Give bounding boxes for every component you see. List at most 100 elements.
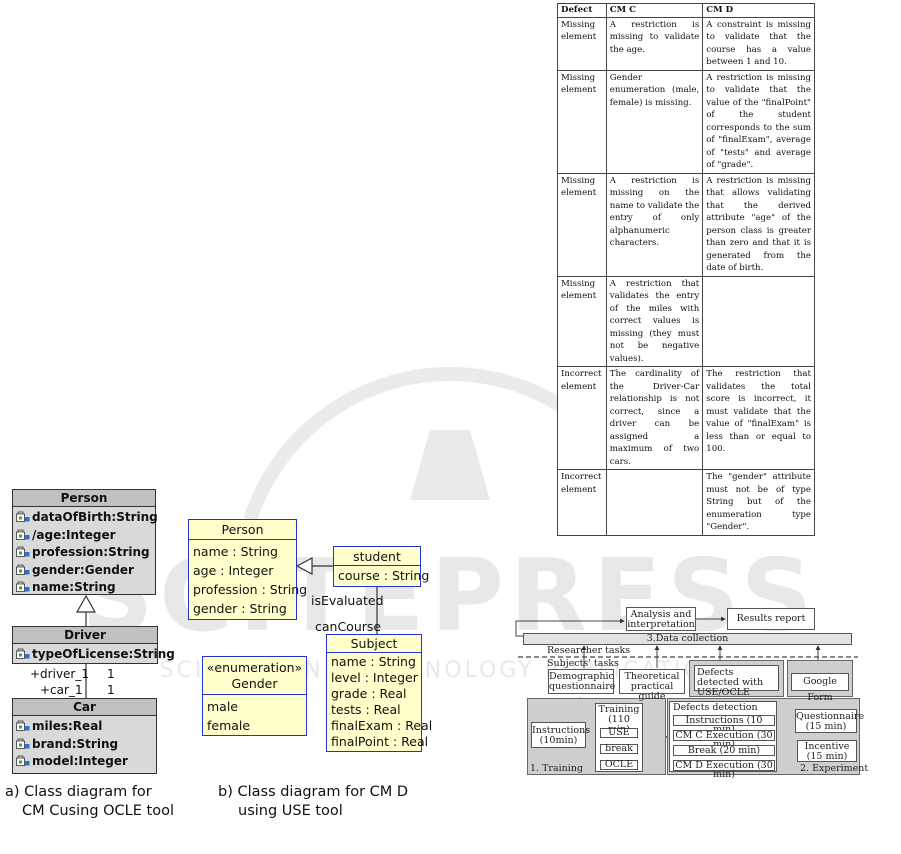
cell-cm-d: The "gender" attribute must not be of ty… bbox=[702, 469, 815, 536]
role-can-course: canCourse bbox=[315, 619, 382, 634]
cmd-exec-box: CM D Execution (30 min) bbox=[673, 760, 775, 779]
attribute-icon bbox=[16, 755, 30, 766]
instr-10-box: Instructions (10 min) bbox=[673, 715, 775, 734]
attribute: model:Integer bbox=[16, 753, 153, 771]
attribute: tests : Real bbox=[331, 702, 401, 717]
attribute-icon bbox=[16, 648, 30, 659]
demographic-box: Demographic questionnaire bbox=[548, 669, 616, 694]
attribute-icon bbox=[16, 546, 30, 557]
table-row: Incorrect element The "gender" attribute… bbox=[557, 469, 815, 536]
table-row: Missing element A restriction that valid… bbox=[557, 275, 815, 367]
class-title: Car bbox=[13, 699, 156, 716]
enum-stereotype: «enumeration» bbox=[206, 660, 303, 675]
attribute: grade : Real bbox=[331, 686, 407, 701]
cell-cm-c: A restriction is missing to validate the… bbox=[605, 16, 704, 71]
role-driver: +driver_1 bbox=[30, 667, 89, 681]
use-box: USE bbox=[600, 728, 638, 738]
role-car: +car_1 bbox=[40, 683, 83, 697]
cell-cm-c: A restriction is missing on the name to … bbox=[605, 172, 704, 277]
class-title: Person bbox=[189, 520, 296, 540]
google-form-box: Google Form bbox=[791, 673, 849, 703]
mult-driver: 1 bbox=[107, 667, 115, 681]
researcher-tasks-label: Researcher tasks bbox=[547, 645, 631, 656]
cell-cm-d bbox=[702, 275, 815, 367]
attribute: name : String bbox=[193, 544, 278, 559]
experiment-label: 2. Experiment bbox=[800, 763, 869, 774]
attribute: age : Integer bbox=[193, 563, 274, 578]
table-header-row: Defect CM C CM D bbox=[557, 3, 815, 18]
attribute: gender:Gender bbox=[16, 562, 152, 580]
cell-defect: Incorrect element bbox=[557, 469, 607, 536]
caption-b-line1: b) Class diagram for CM D bbox=[218, 784, 409, 800]
attribute-icon bbox=[16, 529, 30, 540]
table-row: Missing element A restriction is missing… bbox=[557, 16, 815, 71]
cell-defect: Missing element bbox=[557, 172, 607, 277]
attribute: profession:String bbox=[16, 544, 152, 562]
cell-cm-c: The cardinality of the Driver-Car relati… bbox=[605, 366, 704, 470]
attribute: finalExam : Real bbox=[331, 718, 433, 733]
attribute: finalPoint : Real bbox=[331, 734, 429, 749]
class-title: Driver bbox=[13, 627, 157, 644]
cell-defect: Missing element bbox=[557, 69, 607, 174]
defects-detection-title: Defects detection bbox=[673, 702, 758, 713]
table-row: Missing element A restriction is missing… bbox=[557, 172, 815, 277]
attribute: name:String bbox=[16, 579, 152, 597]
caption-b-line2: using USE tool bbox=[238, 803, 343, 819]
class-subject-use: Subject name : String level : Integer gr… bbox=[326, 634, 433, 752]
cell-defect: Missing element bbox=[557, 16, 607, 71]
training-label: 1. Training bbox=[530, 763, 584, 774]
cell-cm-d: A constraint is missing to validate that… bbox=[702, 16, 815, 71]
attribute: gender : String bbox=[193, 601, 287, 616]
attribute-icon bbox=[16, 511, 30, 522]
attribute: course : String bbox=[338, 568, 430, 583]
table-row: Missing element Gender enumeration (male… bbox=[557, 69, 815, 174]
results-box: Results report bbox=[727, 608, 815, 630]
defects-table: Defect CM C CM D Missing element A restr… bbox=[557, 3, 815, 536]
caption-a-line2: CM Cusing OCLE tool bbox=[22, 803, 174, 819]
cell-defect: Incorrect element bbox=[557, 366, 607, 470]
attribute: level : Integer bbox=[331, 670, 418, 685]
attribute-icon bbox=[16, 738, 30, 749]
caption-a-line1: a) Class diagram for bbox=[5, 784, 152, 800]
class-title: student bbox=[334, 547, 420, 566]
class-title: Gender bbox=[231, 676, 278, 691]
attribute: brand:String bbox=[16, 736, 153, 754]
attribute-icon bbox=[16, 581, 30, 592]
class-title: Subject bbox=[327, 635, 421, 653]
ocle-box: OCLE bbox=[600, 760, 638, 770]
cell-cm-c: A restriction that validates the entry o… bbox=[605, 275, 704, 367]
class-title: Person bbox=[13, 490, 155, 507]
incentive-box: Incentive (15 min) bbox=[797, 740, 857, 762]
role-is-evaluated: isEvaluated bbox=[311, 593, 384, 608]
mult-car: 1 bbox=[107, 683, 115, 697]
break-20-box: Break (20 min) bbox=[673, 745, 775, 756]
subjects-tasks-label: Subjects' tasks bbox=[547, 658, 619, 669]
class-student-use: student course : String bbox=[333, 546, 430, 587]
cell-defect: Missing element bbox=[557, 275, 607, 367]
data-collection-bar: 3.Data collection bbox=[523, 633, 852, 645]
table-row: Incorrect element The cardinality of the… bbox=[557, 366, 815, 470]
cell-cm-d: The restriction that validates the total… bbox=[702, 366, 815, 470]
theoretical-box: Theoretical practical guide bbox=[619, 669, 685, 702]
enum-literal: female bbox=[207, 718, 251, 733]
defects-detected-box: Defects detected with USE/OCLE bbox=[694, 665, 779, 698]
attribute: miles:Real bbox=[16, 718, 153, 736]
questionnaire-box: Questionnaire (15 min) bbox=[795, 709, 865, 733]
analysis-box: Analysis and interpretation bbox=[626, 607, 696, 631]
attribute-icon bbox=[16, 564, 30, 575]
attribute: /age:Integer bbox=[16, 527, 152, 545]
cell-cm-d: A restriction is missing that allows val… bbox=[702, 172, 815, 277]
class-person-use: Person name : String age : Integer profe… bbox=[188, 519, 308, 620]
instructions-left-box: Instructions (10min) bbox=[531, 722, 590, 748]
attribute: dataOfBirth:String bbox=[16, 509, 158, 527]
cell-cm-d: A restriction is missing to validate tha… bbox=[702, 69, 815, 174]
enum-literal: male bbox=[207, 699, 238, 714]
class-person-ocle: Person dataOfBirth:String /age:Integer p… bbox=[12, 489, 158, 597]
enum-gender-use: «enumeration» Gender male female bbox=[202, 656, 307, 736]
cell-cm-c: Gender enumeration (male, female) is mis… bbox=[605, 69, 704, 174]
attribute: profession : String bbox=[193, 582, 308, 597]
attribute-icon bbox=[16, 720, 30, 731]
attribute: typeOfLicense:String bbox=[16, 646, 175, 664]
class-car-ocle: Car miles:Real brand:String model:Intege… bbox=[12, 698, 157, 774]
inheritance-arrow-a bbox=[75, 594, 97, 698]
